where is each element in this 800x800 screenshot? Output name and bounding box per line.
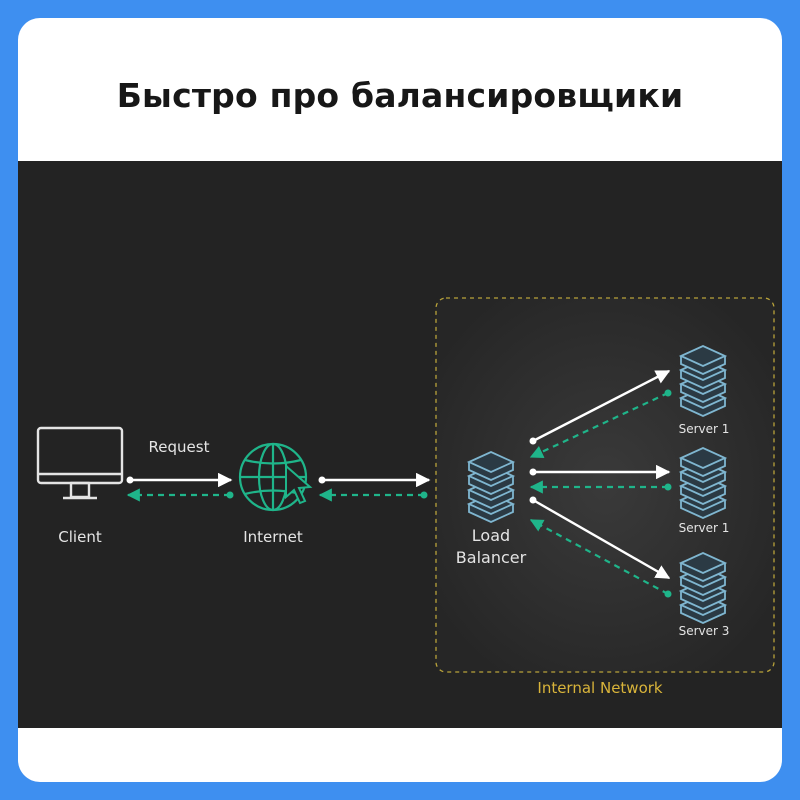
request-arrow-lb — [318, 472, 431, 488]
slide-card: Быстро про балансировщики — [18, 18, 782, 782]
server-1-label: Server 1 — [679, 422, 730, 436]
load-balancer-diagram: Client Request In — [36, 297, 775, 697]
response-arrow-internet — [318, 488, 428, 502]
route-server-3 — [529, 496, 672, 598]
cursor-icon — [285, 463, 313, 505]
server-stack-icon — [680, 552, 726, 624]
server-stack-icon — [680, 345, 726, 417]
server-3-label: Server 3 — [679, 624, 730, 638]
diagram-panel: Client Request In — [18, 161, 782, 728]
request-label: Request — [149, 438, 210, 456]
load-balancer-label-line1: Load — [472, 526, 510, 545]
route-server-2 — [529, 464, 672, 494]
request-arrow — [126, 472, 233, 488]
monitor-icon — [36, 426, 124, 500]
response-arrow-client — [126, 488, 234, 502]
internal-network-label: Internal Network — [537, 679, 663, 697]
internet-label: Internet — [243, 528, 303, 546]
server-stack-icon — [468, 451, 514, 523]
route-server-1 — [529, 369, 672, 458]
page-title: Быстро про балансировщики — [116, 76, 684, 115]
client-label: Client — [58, 528, 102, 546]
server-stack-icon — [680, 447, 726, 519]
server-2-label: Server 1 — [679, 521, 730, 535]
load-balancer-label-line2: Balancer — [456, 548, 527, 567]
